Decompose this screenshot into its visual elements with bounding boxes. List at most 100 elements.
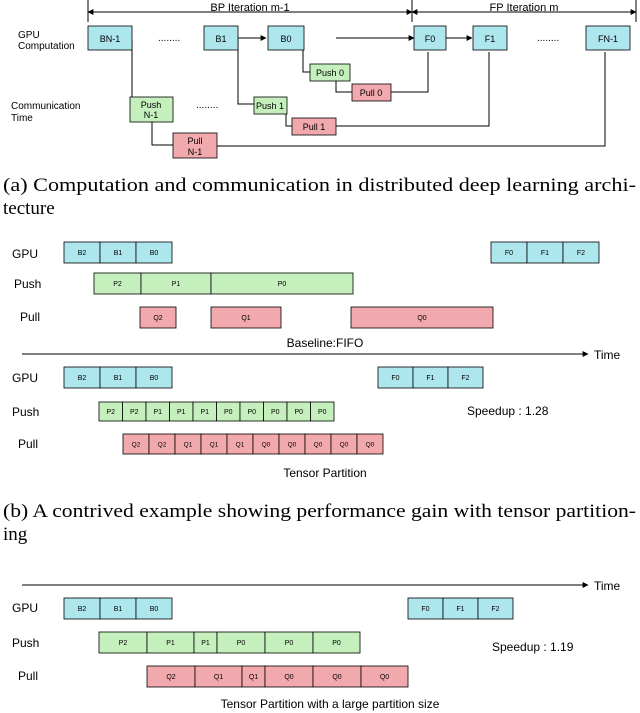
b-row-gpu-1: GPU [12, 247, 38, 261]
c-pull-label-2: Q1 [249, 674, 258, 681]
ellipsis-gpu-1: ........ [158, 33, 180, 44]
partition-pull-label-6: Q0 [288, 441, 297, 448]
c-gpu-fp-box-2 [477, 597, 514, 620]
box-push-n-1 [129, 96, 174, 123]
f0-label: F0 [425, 34, 436, 44]
partition-gpu-fp-label-2: F2 [461, 375, 469, 382]
push0-label: Push 0 [316, 68, 344, 78]
partition-push-label-5: P0 [224, 409, 233, 416]
box-fn-1 [585, 25, 631, 51]
partition-push-label-2: P1 [153, 409, 162, 416]
caption-a-line2: tecture [3, 198, 55, 219]
partition-push-label-6: P0 [247, 409, 256, 416]
box-bn-1 [87, 25, 133, 51]
partition-gpu-fp-label-1: F1 [426, 375, 434, 382]
c-row-pull: Pull [18, 669, 38, 683]
baseline-gpu-box-2 [135, 241, 173, 264]
baseline-gpu-label-1: B1 [114, 250, 123, 257]
box-pull-n-1 [172, 132, 218, 159]
time-label-c: Time [594, 579, 621, 593]
c-gpu-fp-label-0: F0 [421, 606, 429, 613]
pull-n-1-label-a: Pull [187, 136, 202, 146]
partition-gpu-fp-box-2 [447, 366, 484, 389]
pull1-label: Pull 1 [303, 122, 326, 132]
c-pull-label-5: Q0 [380, 674, 389, 681]
partition-push-label-1: P2 [130, 409, 139, 416]
partition-pull-label-0: Q2 [132, 441, 141, 448]
baseline-pull-q1-label-0: Q1 [241, 315, 250, 322]
baseline-gpu-fp-label-0: F0 [505, 250, 513, 257]
c-row-push: Push [12, 636, 39, 650]
pull0-label: Pull 0 [360, 88, 383, 98]
c-gpu-box-2 [135, 597, 173, 620]
baseline-gpu-label-2: B0 [150, 250, 159, 257]
box-b1 [203, 25, 239, 51]
pull-n-1-label-b: N-1 [188, 147, 203, 157]
c-pull-label-3: Q0 [284, 674, 293, 681]
baseline-pull-q0-box-0 [350, 306, 494, 329]
partition-pull-label-7: Q0 [314, 441, 323, 448]
box-b0 [267, 25, 305, 51]
partition-pull-box-9 [356, 433, 384, 455]
c-push-label-2: P1 [201, 640, 210, 647]
partition-pull-label-8: Q0 [340, 441, 349, 448]
baseline-gpu-fp-label-2: F2 [577, 250, 585, 257]
box-f0 [413, 25, 447, 51]
caption-b-line2: ing [3, 524, 28, 545]
c-push-box-5 [312, 631, 361, 654]
f1-label: F1 [485, 34, 496, 44]
box-f1 [472, 25, 508, 51]
caption-a-line1: (a) Computation and communication in dis… [3, 175, 636, 196]
partition-pull-label-3: Q1 [210, 441, 219, 448]
c-push-label-0: P2 [119, 640, 128, 647]
gpu-row-label-2: Computation [18, 41, 75, 52]
caption-b-line1: (b) A contrived example showing performa… [3, 501, 636, 522]
partition-pull-label-4: Q1 [236, 441, 245, 448]
partition-label: Tensor Partition [283, 466, 366, 480]
partition-push-label-7: P0 [271, 409, 280, 416]
baseline-gpu-label-0: B2 [78, 250, 87, 257]
comm-row-label-1: Communication [11, 101, 80, 112]
baseline-pull-row: Q2 Q1 Q0 [139, 306, 494, 329]
b1-label: B1 [215, 34, 226, 44]
bn-1-label: BN-1 [100, 34, 121, 44]
partition-pull-label-1: Q2 [158, 441, 167, 448]
c-gpu-label-2: B0 [150, 606, 159, 613]
baseline-pull-q0-label-0: Q0 [417, 315, 426, 322]
ellipsis-gpu-2: ........ [537, 33, 559, 44]
panel-a-text: BP Iteration m-1 FP Iteration m GPU Comp… [3, 2, 636, 219]
partition-gpu-label-1: B1 [114, 375, 123, 382]
c-row-gpu: GPU [12, 601, 38, 615]
c-push-label-4: P0 [285, 640, 294, 647]
speedup-c: Speedup : 1.19 [492, 640, 574, 654]
fn-1-label: FN-1 [598, 34, 618, 44]
baseline-push-label-2: P0 [278, 281, 287, 288]
partition-push-label-4: P1 [200, 409, 209, 416]
baseline-pull-q2-label-0: Q2 [153, 315, 162, 322]
c-pull-box-5 [360, 665, 409, 688]
baseline-label: Baseline:FIFO [287, 336, 364, 350]
box-pull0 [351, 83, 392, 102]
c-pull-label-4: Q0 [332, 674, 341, 681]
comm-row-label-2: Time [11, 113, 33, 124]
partition-pull-label-2: Q1 [184, 441, 193, 448]
partition-push-label-3: P1 [177, 409, 186, 416]
partition-gpu-label-0: B2 [78, 375, 87, 382]
partition-gpu-fp-label-0: F0 [391, 375, 399, 382]
baseline-push-box-2 [210, 272, 354, 295]
baseline-gpu-row: B2 B1 B0 [63, 241, 173, 264]
b-row-pull-2: Pull [18, 437, 38, 451]
partition-gpu-box-2 [135, 366, 173, 389]
ellipsis-comm: ........ [196, 100, 218, 111]
baseline-pull-q1-box-0 [210, 306, 282, 329]
